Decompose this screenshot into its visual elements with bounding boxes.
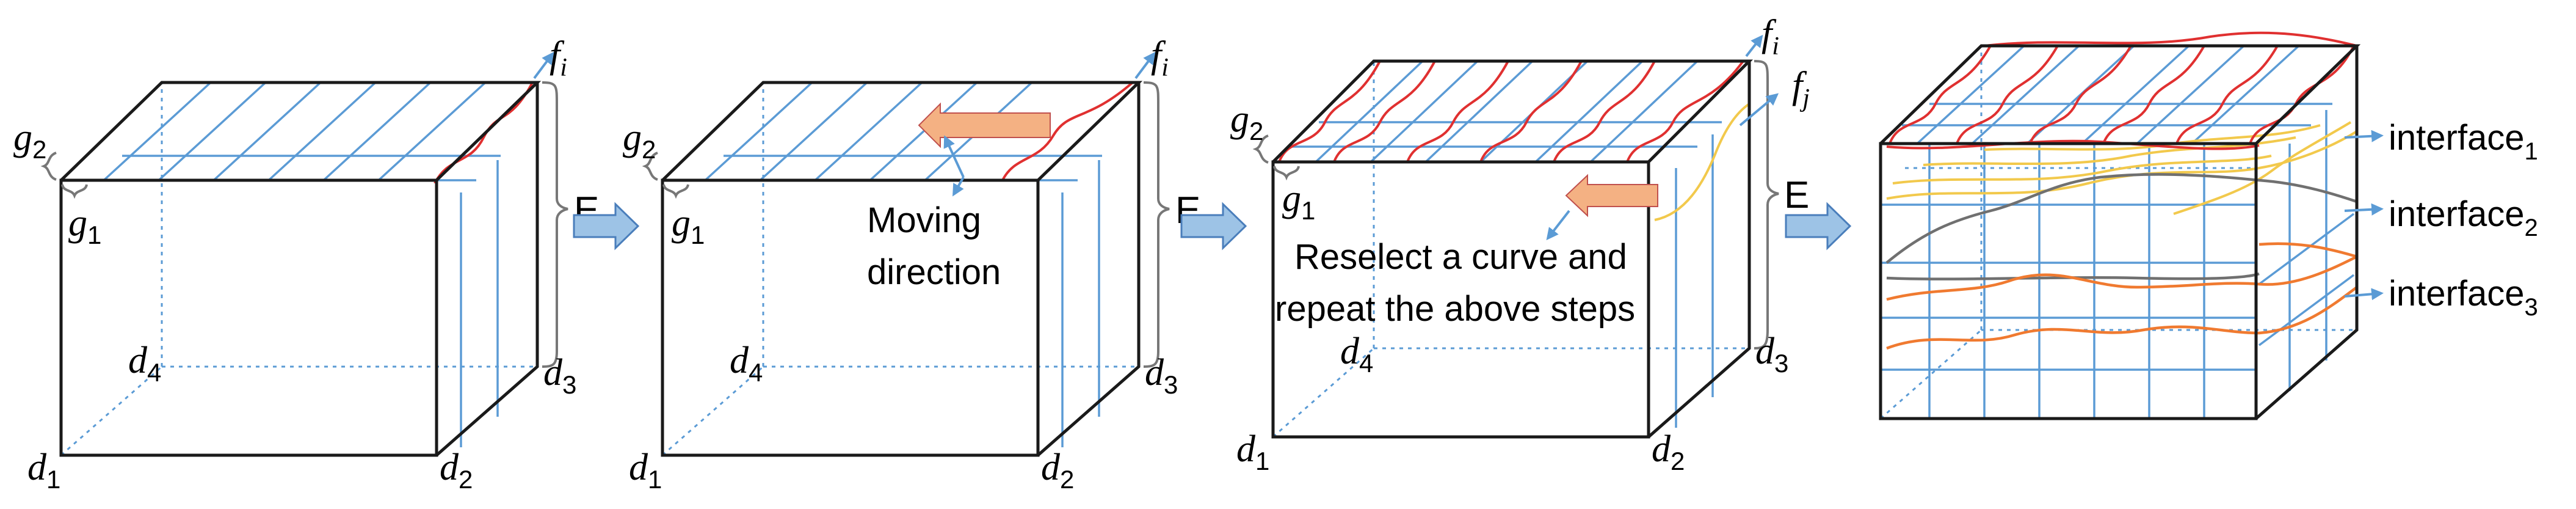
label-fj: fj (1792, 65, 1810, 112)
panel-2-bracket-g2 (642, 152, 658, 181)
panel-1-box (59, 81, 542, 457)
panel-2-hidden-edges (662, 82, 1139, 456)
panel-3-box (1271, 59, 1754, 439)
panel-1-bracket-E (542, 81, 568, 368)
panel-3-red-curves (1278, 60, 1744, 163)
label-d2: d2 (1652, 428, 1685, 475)
label-fi: fi (1761, 13, 1779, 60)
label-d1: d1 (27, 447, 60, 494)
panel-1-hidden-edges (60, 82, 537, 456)
panel-3: g2 g1 fi fj E d4 d3 d1 d2 Reselect a cur… (1230, 13, 1810, 475)
interface-2-label: interface2 (2389, 194, 2538, 241)
panel-4-interface-pointers (2344, 130, 2384, 301)
label-d4: d4 (128, 340, 161, 387)
panel-2-labels: g2 g1 fi E d4 d3 d1 d2 Moving direction (623, 34, 1200, 494)
label-g2: g2 (13, 117, 46, 164)
panel-4-orange-curves (1886, 242, 2358, 350)
panel-3-bracket-E (1754, 60, 1779, 350)
panel-3-pointer-caption (1546, 210, 1570, 241)
panel-2-pointer-up (943, 135, 965, 178)
panel-2-pointer-down (952, 177, 965, 197)
label-g1: g1 (68, 202, 101, 249)
panel-3-curve-fj (1654, 103, 1751, 221)
reselect-caption: Reselect a curve and repeat the above st… (1275, 237, 1637, 329)
panel-3-bracket-g1 (1273, 166, 1300, 181)
flow-arrow-2 (1180, 202, 1247, 251)
panel-4-hidden-edges (1880, 46, 2357, 420)
panel-1-grid (95, 81, 501, 447)
panel-3-pointer-fi (1745, 34, 1763, 57)
panel-2-moving-arrow (918, 102, 1051, 148)
label-fi: fi (1151, 34, 1169, 82)
panel-1-pointer-fi (533, 51, 554, 79)
label-g1: g1 (1282, 178, 1315, 225)
flow-arrow-1 (573, 202, 640, 251)
panel-2-bracket-g1 (662, 184, 689, 199)
label-fi: fi (550, 34, 567, 82)
panel-4: interface1 interface2 interface3 (1879, 31, 2538, 420)
moving-direction-caption: Moving direction (867, 200, 1001, 292)
flow-arrow-3 (1785, 202, 1852, 251)
label-d2: d2 (1041, 447, 1074, 494)
panel-1-bracket-g1 (61, 184, 88, 199)
panel-2-box (661, 81, 1143, 457)
label-d1: d1 (1236, 428, 1269, 475)
panel-3-bracket-g2 (1252, 134, 1269, 164)
label-d3: d3 (1755, 331, 1788, 378)
panel-1-labels: g2 g1 fi E d4 d3 d1 d2 (13, 34, 599, 494)
label-g2: g2 (623, 117, 656, 164)
label-d4: d4 (730, 340, 763, 387)
label-d3: d3 (1145, 352, 1178, 399)
interface-3-label: interface3 (2389, 274, 2538, 321)
panel-4-interface-labels: interface1 interface2 interface3 (2389, 118, 2538, 321)
panel-1: g2 g1 fi E d4 d3 d1 d2 (13, 34, 599, 494)
label-g1: g1 (672, 202, 705, 249)
panel-4-box (1879, 44, 2361, 420)
label-d4: d4 (1340, 331, 1373, 378)
panel-4-interface-2-curve (1885, 173, 2357, 280)
panel-4-grid (1881, 45, 2355, 419)
panel-3-labels: g2 g1 fi fj E d4 d3 d1 d2 Reselect a cur… (1230, 13, 1810, 475)
interface-1-label: interface1 (2389, 118, 2538, 165)
panel-2-pointer-fi (1134, 51, 1156, 79)
label-d1: d1 (629, 447, 662, 494)
panel-2: g2 g1 fi E d4 d3 d1 d2 Moving direction (623, 34, 1200, 494)
label-d2: d2 (440, 447, 473, 494)
panel-1-bracket-g2 (40, 152, 57, 181)
panel-3-hidden-edges (1272, 61, 1749, 438)
label-E: E (1784, 174, 1809, 216)
label-d3: d3 (543, 352, 576, 399)
label-g2: g2 (1230, 98, 1263, 145)
panel-2-curve-fi (1001, 81, 1134, 181)
panel-3-pointer-fj (1739, 93, 1779, 126)
panel-2-bracket-E (1143, 81, 1170, 368)
panel-3-moving-arrow (1565, 174, 1658, 218)
